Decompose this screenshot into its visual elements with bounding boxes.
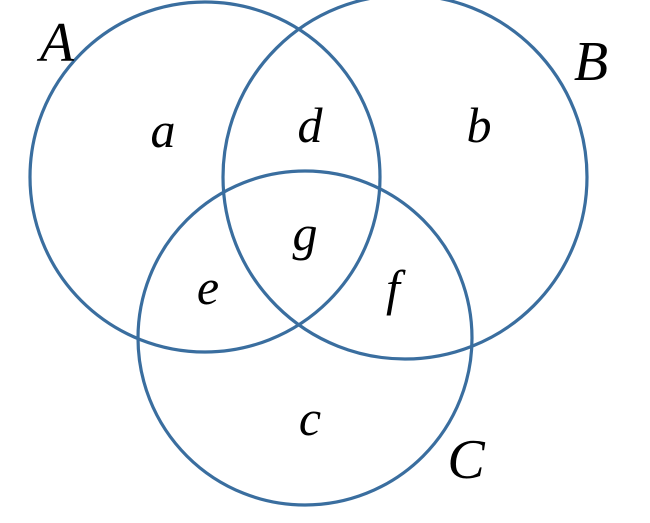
region-label-a-and-b: d [297,97,323,153]
set-label-c: C [447,429,485,491]
circle-set-c [136,169,474,507]
circle-set-a [28,0,382,354]
set-label-b: B [573,31,609,93]
region-label-c-only: c [298,390,322,446]
region-label-a-and-c: e [196,259,220,315]
circle-set-b [221,0,589,361]
region-label-a-b-c: g [292,205,318,261]
set-label-a: A [39,12,75,74]
region-label-a-only: a [150,102,176,158]
region-label-b-only: b [466,97,492,153]
region-label-b-and-c: f [386,260,400,316]
